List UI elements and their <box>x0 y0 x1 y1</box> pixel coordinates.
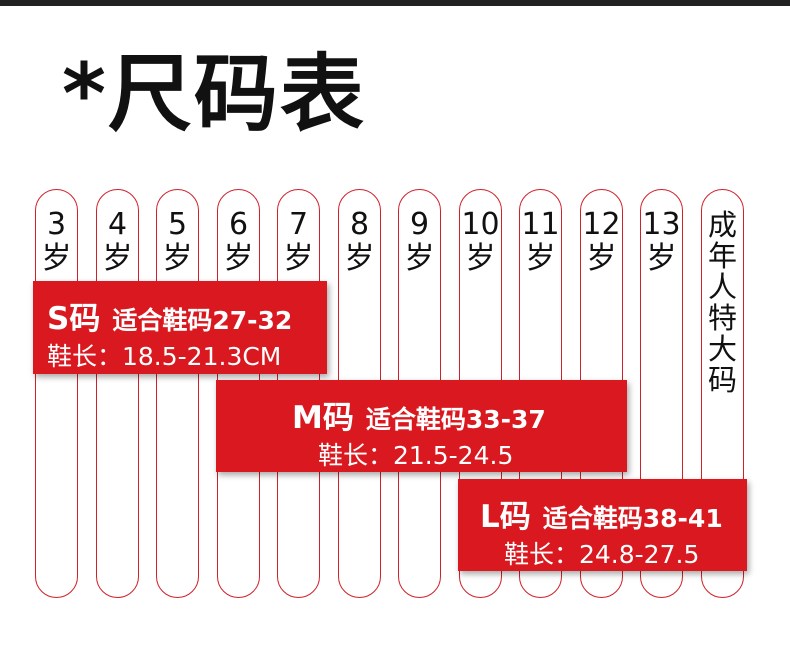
age-number: 6 <box>228 207 249 242</box>
age-label: 7 岁 <box>278 208 319 276</box>
age-unit: 岁 <box>223 241 254 276</box>
age-number: 9 <box>409 207 430 242</box>
age-column-3: 3 岁 <box>35 189 78 598</box>
age-number: 10 <box>461 207 500 242</box>
adult-char: 成 <box>707 208 737 242</box>
size-length: 鞋长：24.8-27.5 <box>504 540 700 569</box>
size-badge-s: S码适合鞋码27-32 鞋长：18.5-21.3CM <box>33 281 327 374</box>
size-length: 鞋长：21.5-24.5 <box>318 441 514 470</box>
size-line: L码适合鞋码38-41 <box>480 491 723 536</box>
size-badge-m: M码适合鞋码33-37 鞋长：21.5-24.5 <box>216 380 627 472</box>
age-column-5: 5 岁 <box>156 189 199 598</box>
age-unit: 岁 <box>102 241 133 276</box>
age-number: 7 <box>288 207 309 242</box>
size-line: M码适合鞋码33-37 <box>292 392 546 437</box>
age-number: 3 <box>46 207 67 242</box>
adult-char: 人 <box>707 270 737 304</box>
age-unit: 岁 <box>525 241 556 276</box>
age-label: 11 岁 <box>520 208 561 276</box>
age-label: 9 岁 <box>399 208 440 276</box>
page-title: *尺码表 <box>62 45 366 143</box>
age-number: 5 <box>167 207 188 242</box>
age-unit: 岁 <box>646 241 677 276</box>
size-name: M码 <box>292 400 354 436</box>
age-number: 8 <box>349 207 370 242</box>
size-name: S码 <box>47 301 101 337</box>
age-unit: 岁 <box>283 241 314 276</box>
age-number: 4 <box>107 207 128 242</box>
size-badge-l: L码适合鞋码38-41 鞋长：24.8-27.5 <box>458 479 747 571</box>
age-number: 12 <box>582 207 621 242</box>
adult-char: 年 <box>707 239 737 273</box>
adult-label: 成 年 人 特 大 码 <box>702 210 743 396</box>
size-name: L码 <box>480 499 531 535</box>
age-number: 13 <box>642 207 681 242</box>
age-label: 4 岁 <box>97 208 138 276</box>
age-unit: 岁 <box>41 241 72 276</box>
age-unit: 岁 <box>465 241 496 276</box>
age-label: 8 岁 <box>339 208 380 276</box>
size-fit: 适合鞋码38-41 <box>542 504 723 533</box>
age-unit: 岁 <box>586 241 617 276</box>
age-unit: 岁 <box>344 241 375 276</box>
age-label: 3 岁 <box>36 208 77 276</box>
age-number: 11 <box>521 207 560 242</box>
top-bar <box>0 0 790 6</box>
age-label: 12 岁 <box>581 208 622 276</box>
age-label: 13 岁 <box>641 208 682 276</box>
size-length: 鞋长：18.5-21.3CM <box>47 342 282 371</box>
adult-char: 特 <box>707 301 737 335</box>
age-label: 5 岁 <box>157 208 198 276</box>
size-line: S码适合鞋码27-32 <box>47 293 292 338</box>
age-unit: 岁 <box>404 241 435 276</box>
age-unit: 岁 <box>162 241 193 276</box>
age-label: 10 岁 <box>460 208 501 276</box>
adult-char: 码 <box>707 363 737 397</box>
age-label: 6 岁 <box>218 208 259 276</box>
size-fit: 适合鞋码33-37 <box>365 405 546 434</box>
age-column-4: 4 岁 <box>96 189 139 598</box>
size-fit: 适合鞋码27-32 <box>112 306 293 335</box>
adult-char: 大 <box>707 332 737 366</box>
